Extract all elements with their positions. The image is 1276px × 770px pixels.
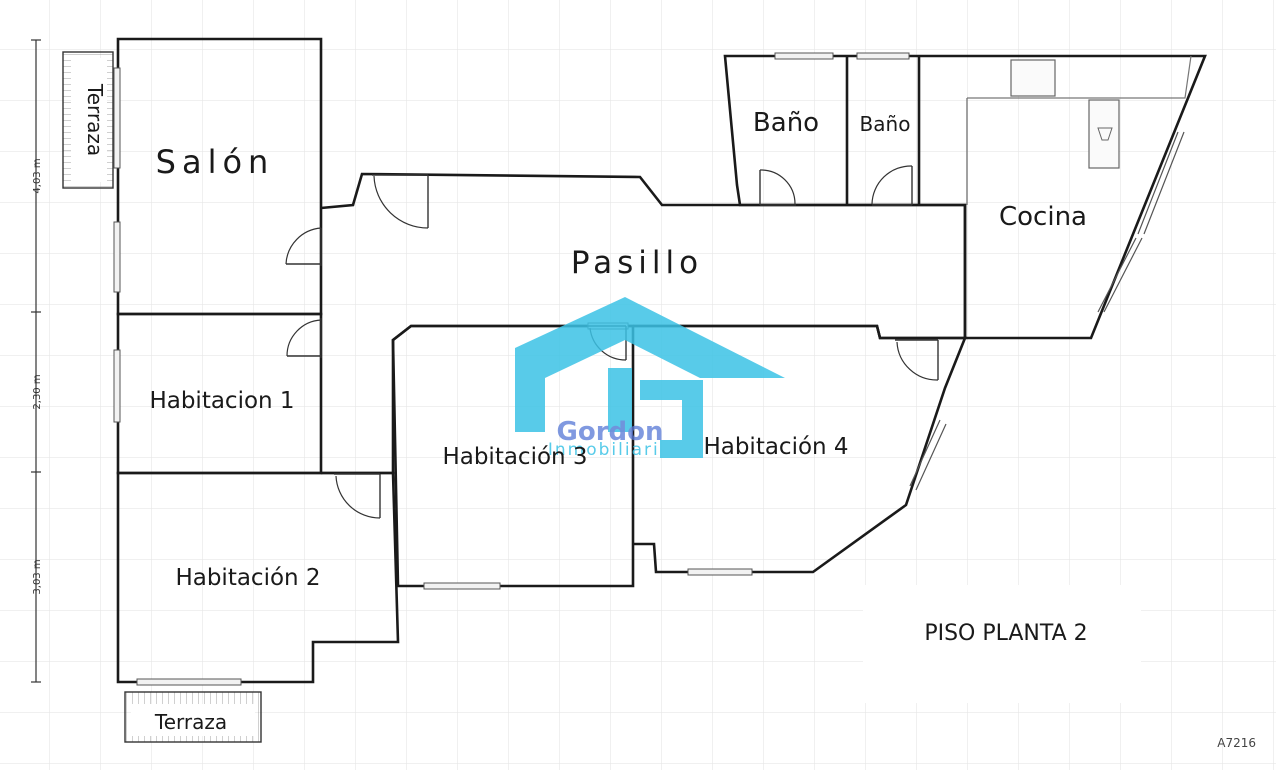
- window: [113, 349, 121, 423]
- window: [909, 419, 947, 491]
- window: [423, 582, 501, 590]
- terraza-top: Terraza: [62, 51, 114, 189]
- door: [372, 174, 429, 229]
- window: [113, 221, 121, 293]
- room-label-habitacion-3: Habitación 3: [442, 444, 587, 470]
- terraza-bottom: Terraza: [124, 691, 262, 743]
- window: [113, 67, 121, 169]
- door: [871, 165, 913, 206]
- dimension-label: 2,30 m: [32, 374, 43, 409]
- window: [1097, 237, 1143, 313]
- sink-icon: [1010, 59, 1056, 97]
- dimension-label: 3,03 m: [32, 559, 43, 594]
- window: [1137, 131, 1185, 235]
- dimension-label: 4,03 m: [32, 158, 43, 193]
- room-label-bano: Baño: [753, 108, 819, 138]
- kitchen-counter: [966, 55, 1192, 205]
- door: [285, 227, 322, 266]
- door: [334, 473, 381, 519]
- window: [774, 52, 834, 60]
- room-label-habitacion-1: Habitacion 1: [149, 388, 294, 414]
- window: [136, 678, 242, 686]
- room-label-terraza: Terraza: [154, 710, 227, 734]
- floor-label-box: PISO PLANTA 2: [863, 585, 1141, 703]
- watermark-subtitle: Inmobiliaria: [548, 440, 672, 460]
- floor-label: PISO PLANTA 2: [924, 621, 1087, 646]
- room-label-habitacion-4: Habitación 4: [703, 434, 848, 460]
- door: [286, 318, 322, 358]
- room-label-cocina: Cocina: [999, 202, 1087, 232]
- doors: [285, 165, 939, 519]
- room-label-bano: Baño: [860, 112, 911, 136]
- reference-code: A7216: [1217, 736, 1256, 750]
- room-label-salon: Salón: [156, 143, 275, 181]
- window: [856, 52, 910, 60]
- room-label-terraza: Terraza: [83, 83, 107, 156]
- dimension-line: 4,03 m 2,30 m 3,03 m: [31, 39, 43, 683]
- room-label-habitacion-2: Habitación 2: [175, 565, 320, 591]
- stove-icon: [1088, 99, 1120, 169]
- room-labels: Salón Pasillo Habitacion 1 Habitación 2 …: [149, 108, 1087, 591]
- watermark-brand: Gordon: [556, 417, 663, 447]
- door: [895, 339, 939, 381]
- window: [687, 568, 753, 576]
- watermark-logo: Gordon Inmobiliaria: [515, 297, 785, 460]
- door: [759, 169, 796, 206]
- room-label-pasillo: Pasillo: [571, 245, 703, 281]
